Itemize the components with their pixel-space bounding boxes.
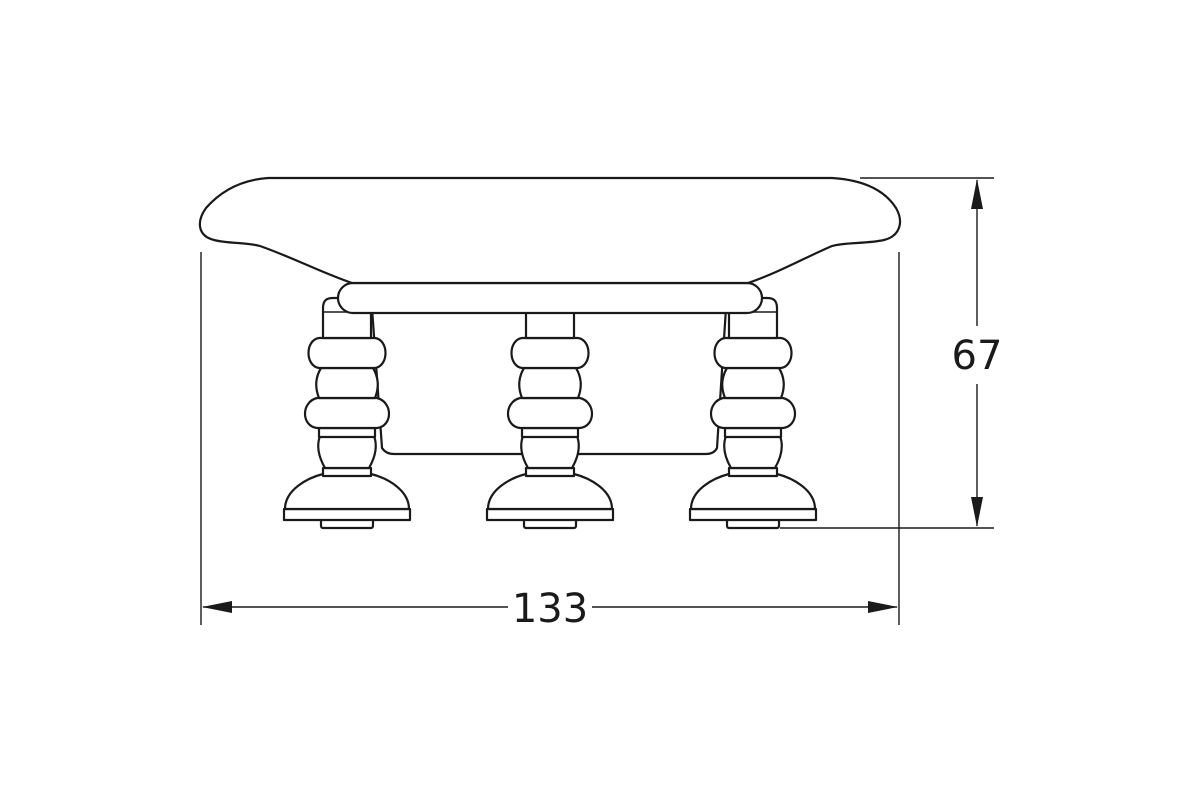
mounting-rail bbox=[336, 281, 764, 315]
width-dimension-label: 133 bbox=[512, 586, 588, 632]
soap-dish-tray bbox=[198, 176, 902, 285]
width-arrow-left bbox=[202, 601, 232, 613]
height-arrow-bottom bbox=[971, 497, 983, 527]
height-dimension-label: 67 bbox=[952, 333, 1003, 379]
width-arrow-right bbox=[868, 601, 898, 613]
height-arrow-top bbox=[971, 179, 983, 209]
